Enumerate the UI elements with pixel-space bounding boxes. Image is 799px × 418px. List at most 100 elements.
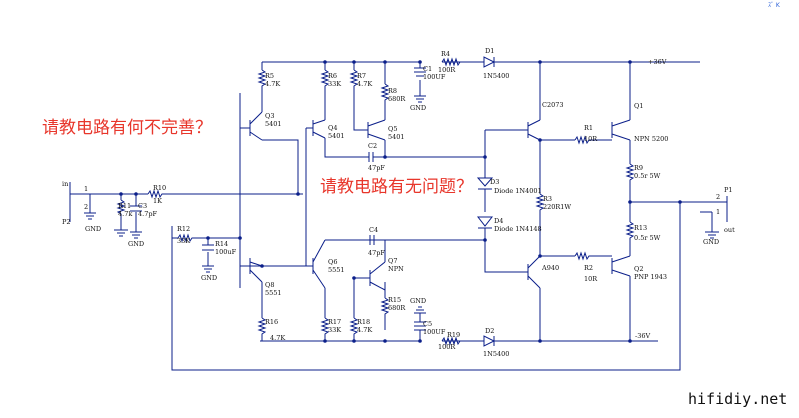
R15-value: 680R [388,304,406,312]
resistor-R1 [574,135,593,145]
Q6-label: Q6 [328,258,337,266]
Q8-value: 5551 [265,289,282,297]
Q2-value: PNP 1943 [634,273,667,281]
R6-label: R6 [328,72,337,80]
transistor-Q5 [367,119,386,141]
rail-pos-label: +36V [648,58,667,66]
transistor-C2073 [527,119,541,141]
connectors [69,182,728,222]
resistor-R6 [320,69,330,88]
C4-label: C4 [369,226,378,234]
R2-label: R2 [584,264,593,272]
R10-value: 1K [153,197,162,205]
p1-pin-label: out [724,226,735,234]
D1-label: D1 [485,47,494,55]
D2-label: D2 [485,327,494,335]
p2-pin1-label: 1 [84,185,88,193]
p2-pin2-label: 2 [84,203,88,211]
diode-D4 [476,216,494,229]
Q3-value: 5401 [265,120,282,128]
rail-neg-label: -36V [635,332,650,340]
capacitor-R14 [202,244,214,251]
resistor-R11 [116,199,126,216]
resistor-R13 [625,221,635,242]
A940-label: A940 [541,264,559,272]
capacitor-C3 [130,205,142,212]
R12-value: 33K [177,237,190,245]
D4-label: D4 [494,217,503,225]
Q1-label: Q1 [634,102,643,110]
R16-label: R16 [265,318,278,326]
Q4-value: 5401 [328,132,345,140]
p1-pin1-label: 1 [716,208,720,216]
D3-label: D3 [490,178,499,186]
resistor-R19 [441,336,480,346]
C4-value: 47pF [368,249,385,257]
C2073-label: C2073 [542,101,564,109]
R12-label: R12 [177,225,190,233]
gnd-label: GND [703,238,719,246]
R9-value: 0.5r 5W [634,172,661,180]
p1-name-label: P1 [724,186,733,194]
R5-label: R5 [265,72,274,80]
transistor-Q6 [312,239,326,289]
C2-value: 47pF [368,164,385,172]
C2-label: C2 [368,142,377,150]
Q7-value: NPN [388,265,404,273]
transistor-Q4 [312,119,326,139]
diode-D3 [476,177,494,196]
capacitors [130,67,426,331]
C3-label: C3 [138,202,147,210]
C1-label: C1 [423,65,432,73]
R17-value: 33K [328,326,341,334]
R6-value: 33K [328,80,341,88]
junctions [119,60,682,343]
gnd-label: GND [201,274,217,282]
wires [70,61,727,371]
resistor-R2 [574,251,593,261]
resistor-R12 [177,233,196,243]
R7-label: R7 [357,72,366,80]
capacitor-C5 [414,321,426,331]
gnd-label: GND [410,104,426,112]
R11-value: 4.7k [118,210,132,218]
Q7-label: Q7 [388,257,397,265]
R19-value: 100R [438,343,456,351]
resistor-R8 [380,83,390,104]
C1-value: 100UF [423,73,446,81]
Q8-label: Q8 [265,281,274,289]
resistor-R18 [349,317,359,336]
labels: ｽﾞ K +36V -36V in P2 1 2 P1 2 1 out GND … [42,2,787,408]
diode-D2 [480,335,500,347]
resistor-R10 [147,189,166,199]
p2-pin-label: in [62,180,68,188]
R5-value: 4.7K [265,80,280,88]
R14-label: R14 [215,240,228,248]
transistor-Q7 [369,261,386,291]
resistor-R7 [349,69,359,88]
R3-label: R3 [543,195,552,203]
resistor-R3 [535,193,545,214]
transistor-Q2 [611,255,631,277]
D2-value: 1N5400 [483,350,509,358]
R9-label: R9 [634,164,643,172]
Q4-label: Q4 [328,124,337,132]
R13-value: 0.5r 5W [634,234,661,242]
R7-value: 4.7K [357,80,372,88]
gnd-label: GND [128,240,144,248]
resistor-R5 [257,69,267,88]
diodes [476,56,500,347]
R18-value: 4.7K [357,326,372,334]
resistors [116,57,635,346]
capacitor-C4 [369,235,375,245]
R1-value: 10R [584,135,598,143]
transistor-Q3 [249,111,263,141]
Q5-label: Q5 [388,125,397,133]
resistor-R4 [441,57,480,67]
R16-value: 4.7K [270,334,285,342]
transistor-A940 [527,255,541,289]
Q6-value: 5551 [328,266,345,274]
resistor-R15 [380,297,390,316]
watermark: hifidiy.net [688,390,787,408]
question-2: 请教电路有无问题？ [320,177,473,197]
